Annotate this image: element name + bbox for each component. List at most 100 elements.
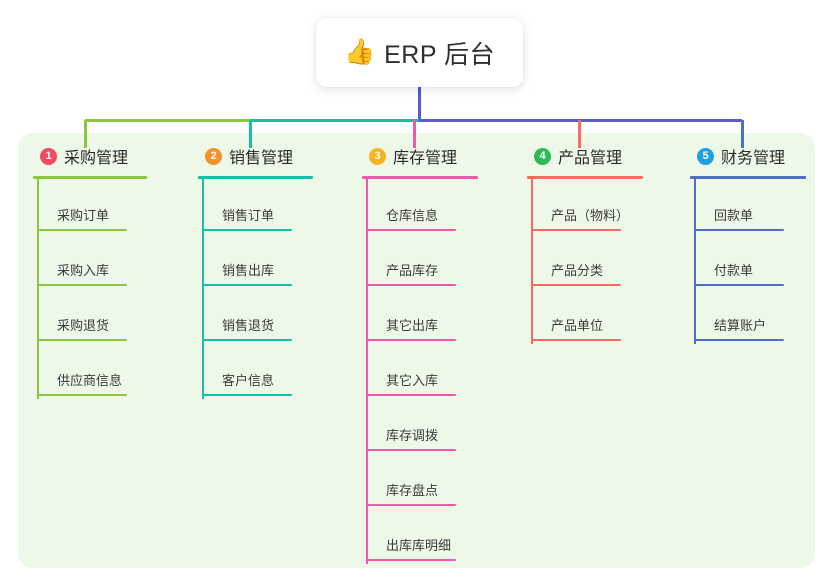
- leaf-label: 产品库存: [386, 263, 439, 278]
- leaf-item[interactable]: 销售出库: [198, 234, 313, 289]
- leaf-stem-5: [694, 179, 696, 344]
- leaf-underline: [531, 339, 621, 341]
- branch-column-4: 4 产品管理产品（物料） 产品分类产品单位: [527, 143, 643, 344]
- leaf-label: 其它出库: [386, 318, 439, 333]
- leaf-item[interactable]: 回款单: [690, 179, 806, 234]
- leaf-label: 采购入库: [57, 263, 110, 278]
- leaf-label: 其它入库: [386, 373, 439, 388]
- leaf-underline: [694, 339, 784, 341]
- leaf-label: 回款单: [714, 208, 754, 223]
- branch-header-1[interactable]: 1 采购管理: [33, 143, 147, 169]
- leaf-list-3: 仓库信息产品库存其它出库其它入库库存调拨库存盘点出库库明细: [362, 179, 478, 564]
- leaf-underline: [531, 284, 621, 286]
- leaf-item[interactable]: 销售订单: [198, 179, 313, 234]
- thumbs-up-icon: 👍: [343, 38, 376, 66]
- leaf-label: 销售出库: [222, 263, 275, 278]
- branch-underline-5: [690, 176, 806, 179]
- leaf-underline: [37, 339, 127, 341]
- branch-underline-4: [527, 176, 643, 179]
- leaf-label: 客户信息: [222, 373, 275, 388]
- leaf-label: 供应商信息: [57, 373, 123, 388]
- leaf-list-2: 销售订单销售出库销售退货客户信息: [198, 179, 313, 399]
- leaf-stem-2: [202, 179, 204, 399]
- root-node-card[interactable]: 👍 ERP 后台: [316, 18, 523, 87]
- leaf-label: 库存调拨: [386, 428, 439, 443]
- leaf-label: 采购订单: [57, 208, 110, 223]
- leaf-item[interactable]: 销售退货: [198, 289, 313, 344]
- leaf-underline: [366, 284, 456, 286]
- branch-badge-5: 5: [697, 147, 714, 165]
- leaf-item[interactable]: 库存盘点: [362, 454, 478, 509]
- leaf-item[interactable]: 产品库存: [362, 234, 478, 289]
- leaf-underline: [202, 229, 292, 231]
- branch-header-5[interactable]: 5 财务管理: [690, 143, 806, 169]
- leaf-underline: [202, 394, 292, 396]
- leaf-item[interactable]: 客户信息: [198, 344, 313, 399]
- branch-underline-2: [198, 176, 313, 179]
- branch-column-1: 1 采购管理采购订单采购入库采购退货供应商信息: [33, 143, 147, 399]
- leaf-underline: [366, 504, 456, 506]
- leaf-label: 出库库明细: [386, 538, 452, 553]
- leaf-list-1: 采购订单采购入库采购退货供应商信息: [33, 179, 147, 399]
- leaf-item[interactable]: 其它入库: [362, 344, 478, 399]
- leaf-item[interactable]: 出库库明细: [362, 509, 478, 564]
- branch-column-3: 3 库存管理仓库信息产品库存其它出库其它入库库存调拨库存盘点出库库明细: [362, 143, 478, 564]
- leaf-item[interactable]: 其它出库: [362, 289, 478, 344]
- leaf-list-5: 回款单付款单结算账户: [690, 179, 806, 344]
- leaf-underline: [366, 449, 456, 451]
- leaf-underline: [37, 229, 127, 231]
- leaf-item[interactable]: 采购入库: [33, 234, 147, 289]
- branch-title-1: 采购管理: [64, 150, 129, 167]
- leaf-item[interactable]: 产品分类: [527, 234, 643, 289]
- leaf-underline: [202, 284, 292, 286]
- leaf-underline: [202, 339, 292, 341]
- leaf-item[interactable]: 仓库信息: [362, 179, 478, 234]
- leaf-underline: [531, 229, 621, 231]
- leaf-underline: [366, 559, 456, 561]
- branch-badge-3: 3: [369, 147, 386, 165]
- leaf-underline: [366, 339, 456, 341]
- branch-badge-1: 1: [40, 147, 57, 165]
- branch-badge-4: 4: [534, 147, 551, 165]
- leaf-label: 产品分类: [551, 263, 604, 278]
- leaf-item[interactable]: 产品（物料）: [527, 179, 643, 234]
- leaf-item[interactable]: 库存调拨: [362, 399, 478, 454]
- root-title: ERP 后台: [384, 40, 496, 69]
- branch-title-2: 销售管理: [229, 150, 294, 167]
- leaf-stem-3: [366, 179, 368, 564]
- leaf-underline: [694, 229, 784, 231]
- leaf-item[interactable]: 结算账户: [690, 289, 806, 344]
- branch-title-4: 产品管理: [558, 150, 623, 167]
- leaf-stem-4: [531, 179, 533, 344]
- branch-panel: [18, 133, 815, 568]
- leaf-label: 付款单: [714, 263, 754, 278]
- leaf-label: 仓库信息: [386, 208, 439, 223]
- leaf-item[interactable]: 产品单位: [527, 289, 643, 344]
- leaf-underline: [366, 229, 456, 231]
- leaf-label: 产品（物料）: [551, 208, 630, 223]
- branch-underline-3: [362, 176, 478, 179]
- leaf-list-4: 产品（物料） 产品分类产品单位: [527, 179, 643, 344]
- leaf-item[interactable]: 供应商信息: [33, 344, 147, 399]
- leaf-item[interactable]: 采购订单: [33, 179, 147, 234]
- branch-title-3: 库存管理: [393, 150, 458, 167]
- leaf-label: 结算账户: [714, 318, 767, 333]
- leaf-label: 采购退货: [57, 318, 110, 333]
- leaf-underline: [366, 394, 456, 396]
- leaf-underline: [37, 284, 127, 286]
- leaf-label: 销售订单: [222, 208, 275, 223]
- leaf-label: 库存盘点: [386, 483, 439, 498]
- branch-column-5: 5 财务管理回款单付款单结算账户: [690, 143, 806, 344]
- branch-header-3[interactable]: 3 库存管理: [362, 143, 478, 169]
- branch-underline-1: [33, 176, 147, 179]
- leaf-item[interactable]: 采购退货: [33, 289, 147, 344]
- leaf-label: 销售退货: [222, 318, 275, 333]
- branch-title-5: 财务管理: [721, 150, 786, 167]
- leaf-underline: [694, 284, 784, 286]
- leaf-item[interactable]: 付款单: [690, 234, 806, 289]
- branch-header-4[interactable]: 4 产品管理: [527, 143, 643, 169]
- leaf-underline: [37, 394, 127, 396]
- leaf-label: 产品单位: [551, 318, 604, 333]
